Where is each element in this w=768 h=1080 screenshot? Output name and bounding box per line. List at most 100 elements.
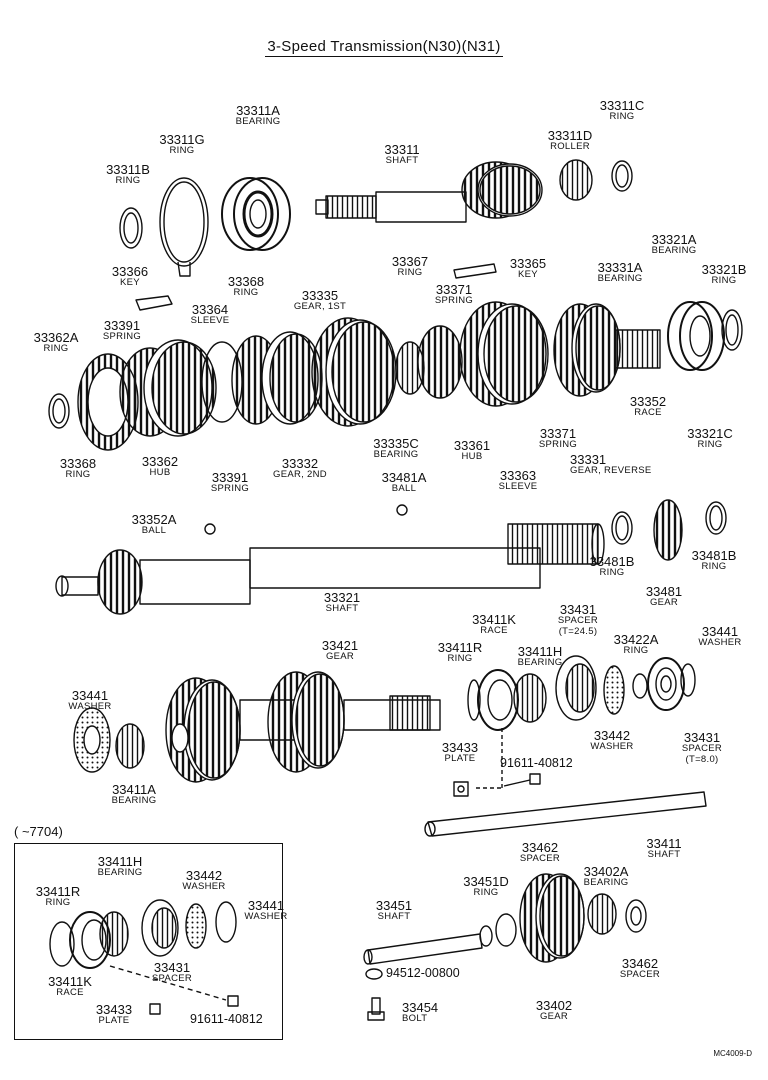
nut-94512	[365, 968, 383, 980]
synchro-assembly-left	[77, 339, 243, 451]
ring-33451d	[479, 925, 493, 947]
ring-33321b	[721, 309, 743, 351]
spacer-33462-right	[625, 899, 647, 933]
inset-parts	[49, 899, 239, 1015]
ring-33481b-1	[611, 511, 633, 545]
bolt-33454	[367, 997, 385, 1021]
bearing-33411h	[513, 673, 547, 723]
label-inset-bolt-91611: 91611-40812	[190, 1012, 263, 1026]
diagram-title: 3-Speed Transmission(N30)(N31)	[265, 38, 503, 57]
bearing-33402a	[587, 893, 617, 935]
label-nut-94512: 94512-00800	[386, 966, 460, 980]
counter-gear-33421	[165, 671, 441, 783]
leader-lines	[476, 728, 504, 789]
ball-33481a	[396, 504, 408, 516]
ball-33352a	[204, 523, 216, 535]
washer-33441-left	[73, 707, 111, 773]
idler-gear-33402	[519, 873, 585, 963]
gear-1st-33335	[311, 317, 397, 427]
speedometer-gear-33481	[653, 499, 683, 561]
output-shaft-33321	[55, 523, 605, 615]
spacer-33462-left	[495, 913, 517, 947]
ring-33422a	[632, 673, 648, 699]
spacer-33431-short	[647, 657, 685, 711]
spacer-33431-long	[555, 655, 597, 721]
ring-33311b	[119, 207, 143, 249]
bearing-33411a	[115, 723, 145, 769]
washer-33442	[603, 665, 625, 715]
input-shaft-33311	[315, 161, 543, 223]
synchro-assembly-right	[417, 301, 549, 407]
label-bolt-91611: 91611-40812	[500, 756, 573, 770]
idler-shaft-33451	[363, 933, 483, 965]
ring-33311c	[611, 160, 633, 192]
ring-33411r	[467, 679, 481, 721]
key-33365	[453, 263, 497, 279]
ring-33362a	[48, 393, 70, 429]
plate-33433	[453, 781, 469, 797]
race-33411k	[477, 669, 519, 731]
inset-header: ( ~7704)	[14, 824, 63, 839]
countershaft-33411	[424, 791, 707, 837]
bolt-91611-40812	[503, 773, 541, 787]
gear-reverse-33331	[553, 303, 661, 397]
roller-33311d	[559, 159, 593, 201]
bearing-33321a	[667, 301, 725, 371]
